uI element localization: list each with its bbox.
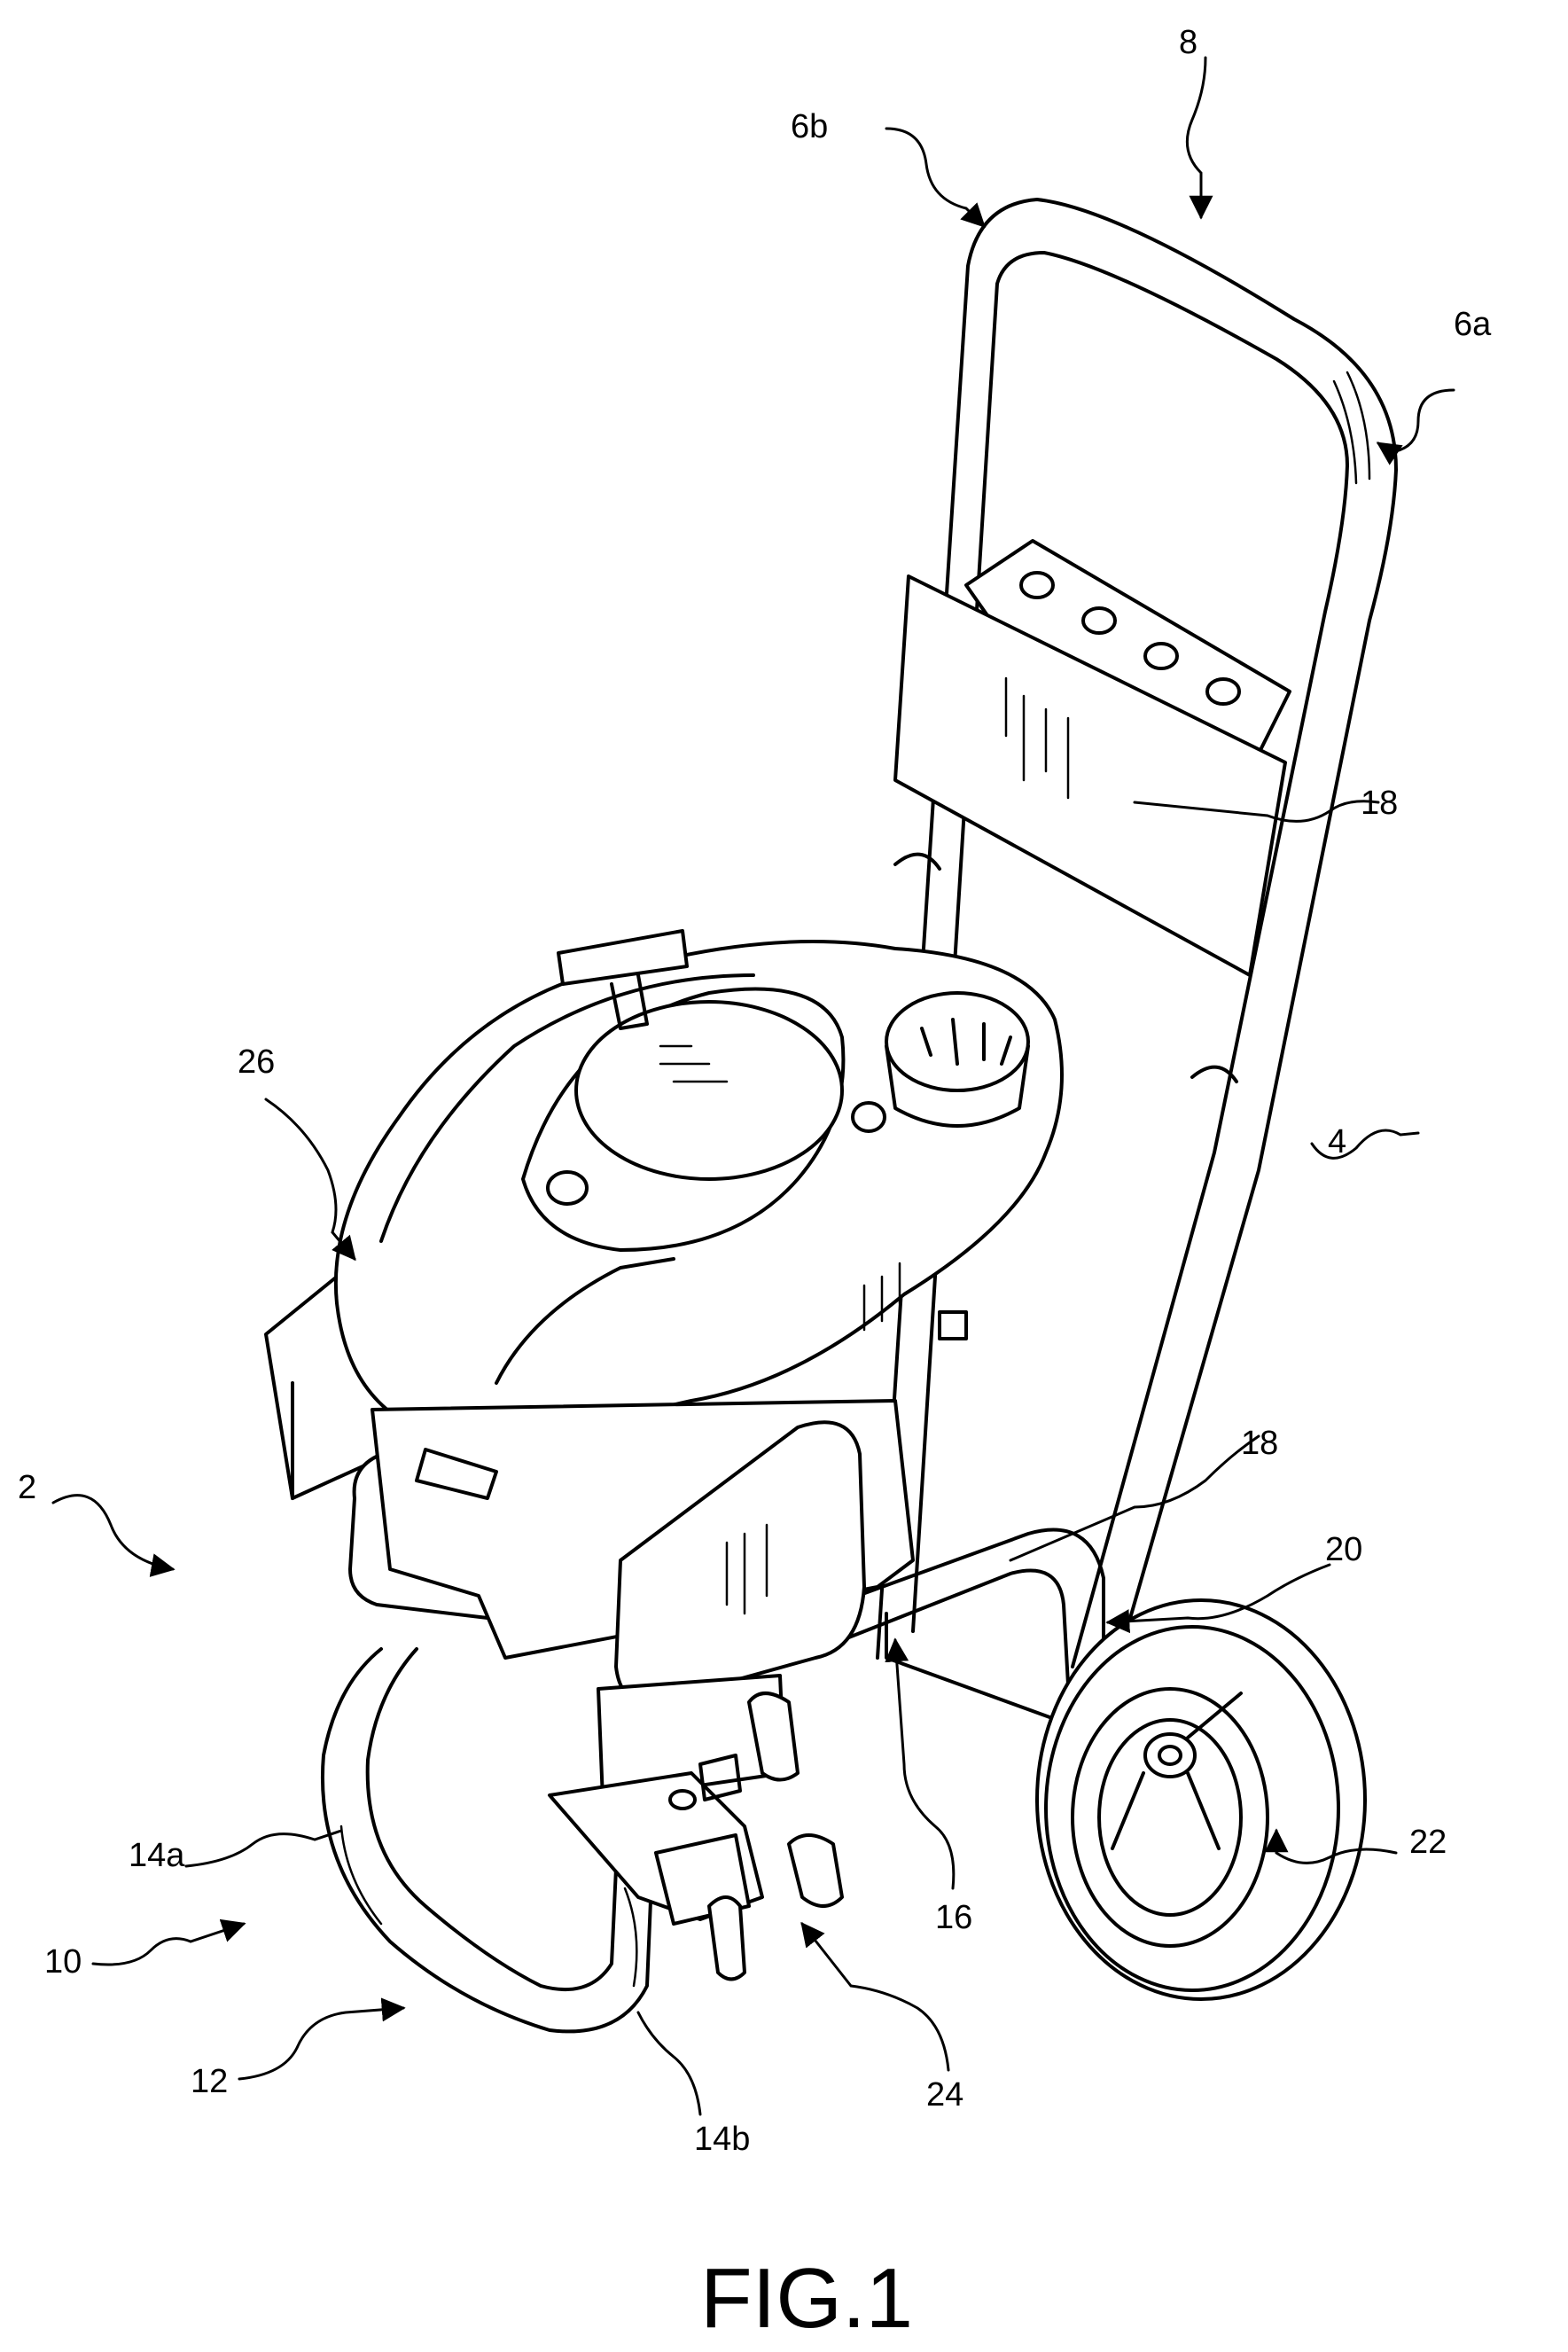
label-18-upper: 18: [1361, 785, 1398, 822]
label-6a: 6a: [1454, 306, 1492, 343]
label-20: 20: [1325, 1531, 1362, 1568]
label-4: 4: [1328, 1123, 1346, 1160]
label-26: 26: [238, 1043, 275, 1081]
label-12: 12: [191, 2063, 228, 2100]
engine: [266, 931, 1062, 1703]
pump: [550, 1676, 842, 1980]
label-14b: 14b: [694, 2121, 750, 2158]
label-16: 16: [935, 1899, 972, 1936]
storage-plate: [895, 541, 1290, 975]
figure-caption: FIG.1: [700, 2251, 913, 2346]
label-22: 22: [1409, 1824, 1447, 1861]
label-18-lower: 18: [1241, 1425, 1278, 1462]
label-14a: 14a: [129, 1837, 185, 1874]
label-24: 24: [926, 2076, 963, 2114]
label-2: 2: [18, 1469, 36, 1506]
wheel: [1037, 1600, 1365, 1999]
label-6b: 6b: [791, 108, 828, 145]
label-8: 8: [1179, 24, 1197, 61]
label-10: 10: [44, 1943, 82, 1981]
